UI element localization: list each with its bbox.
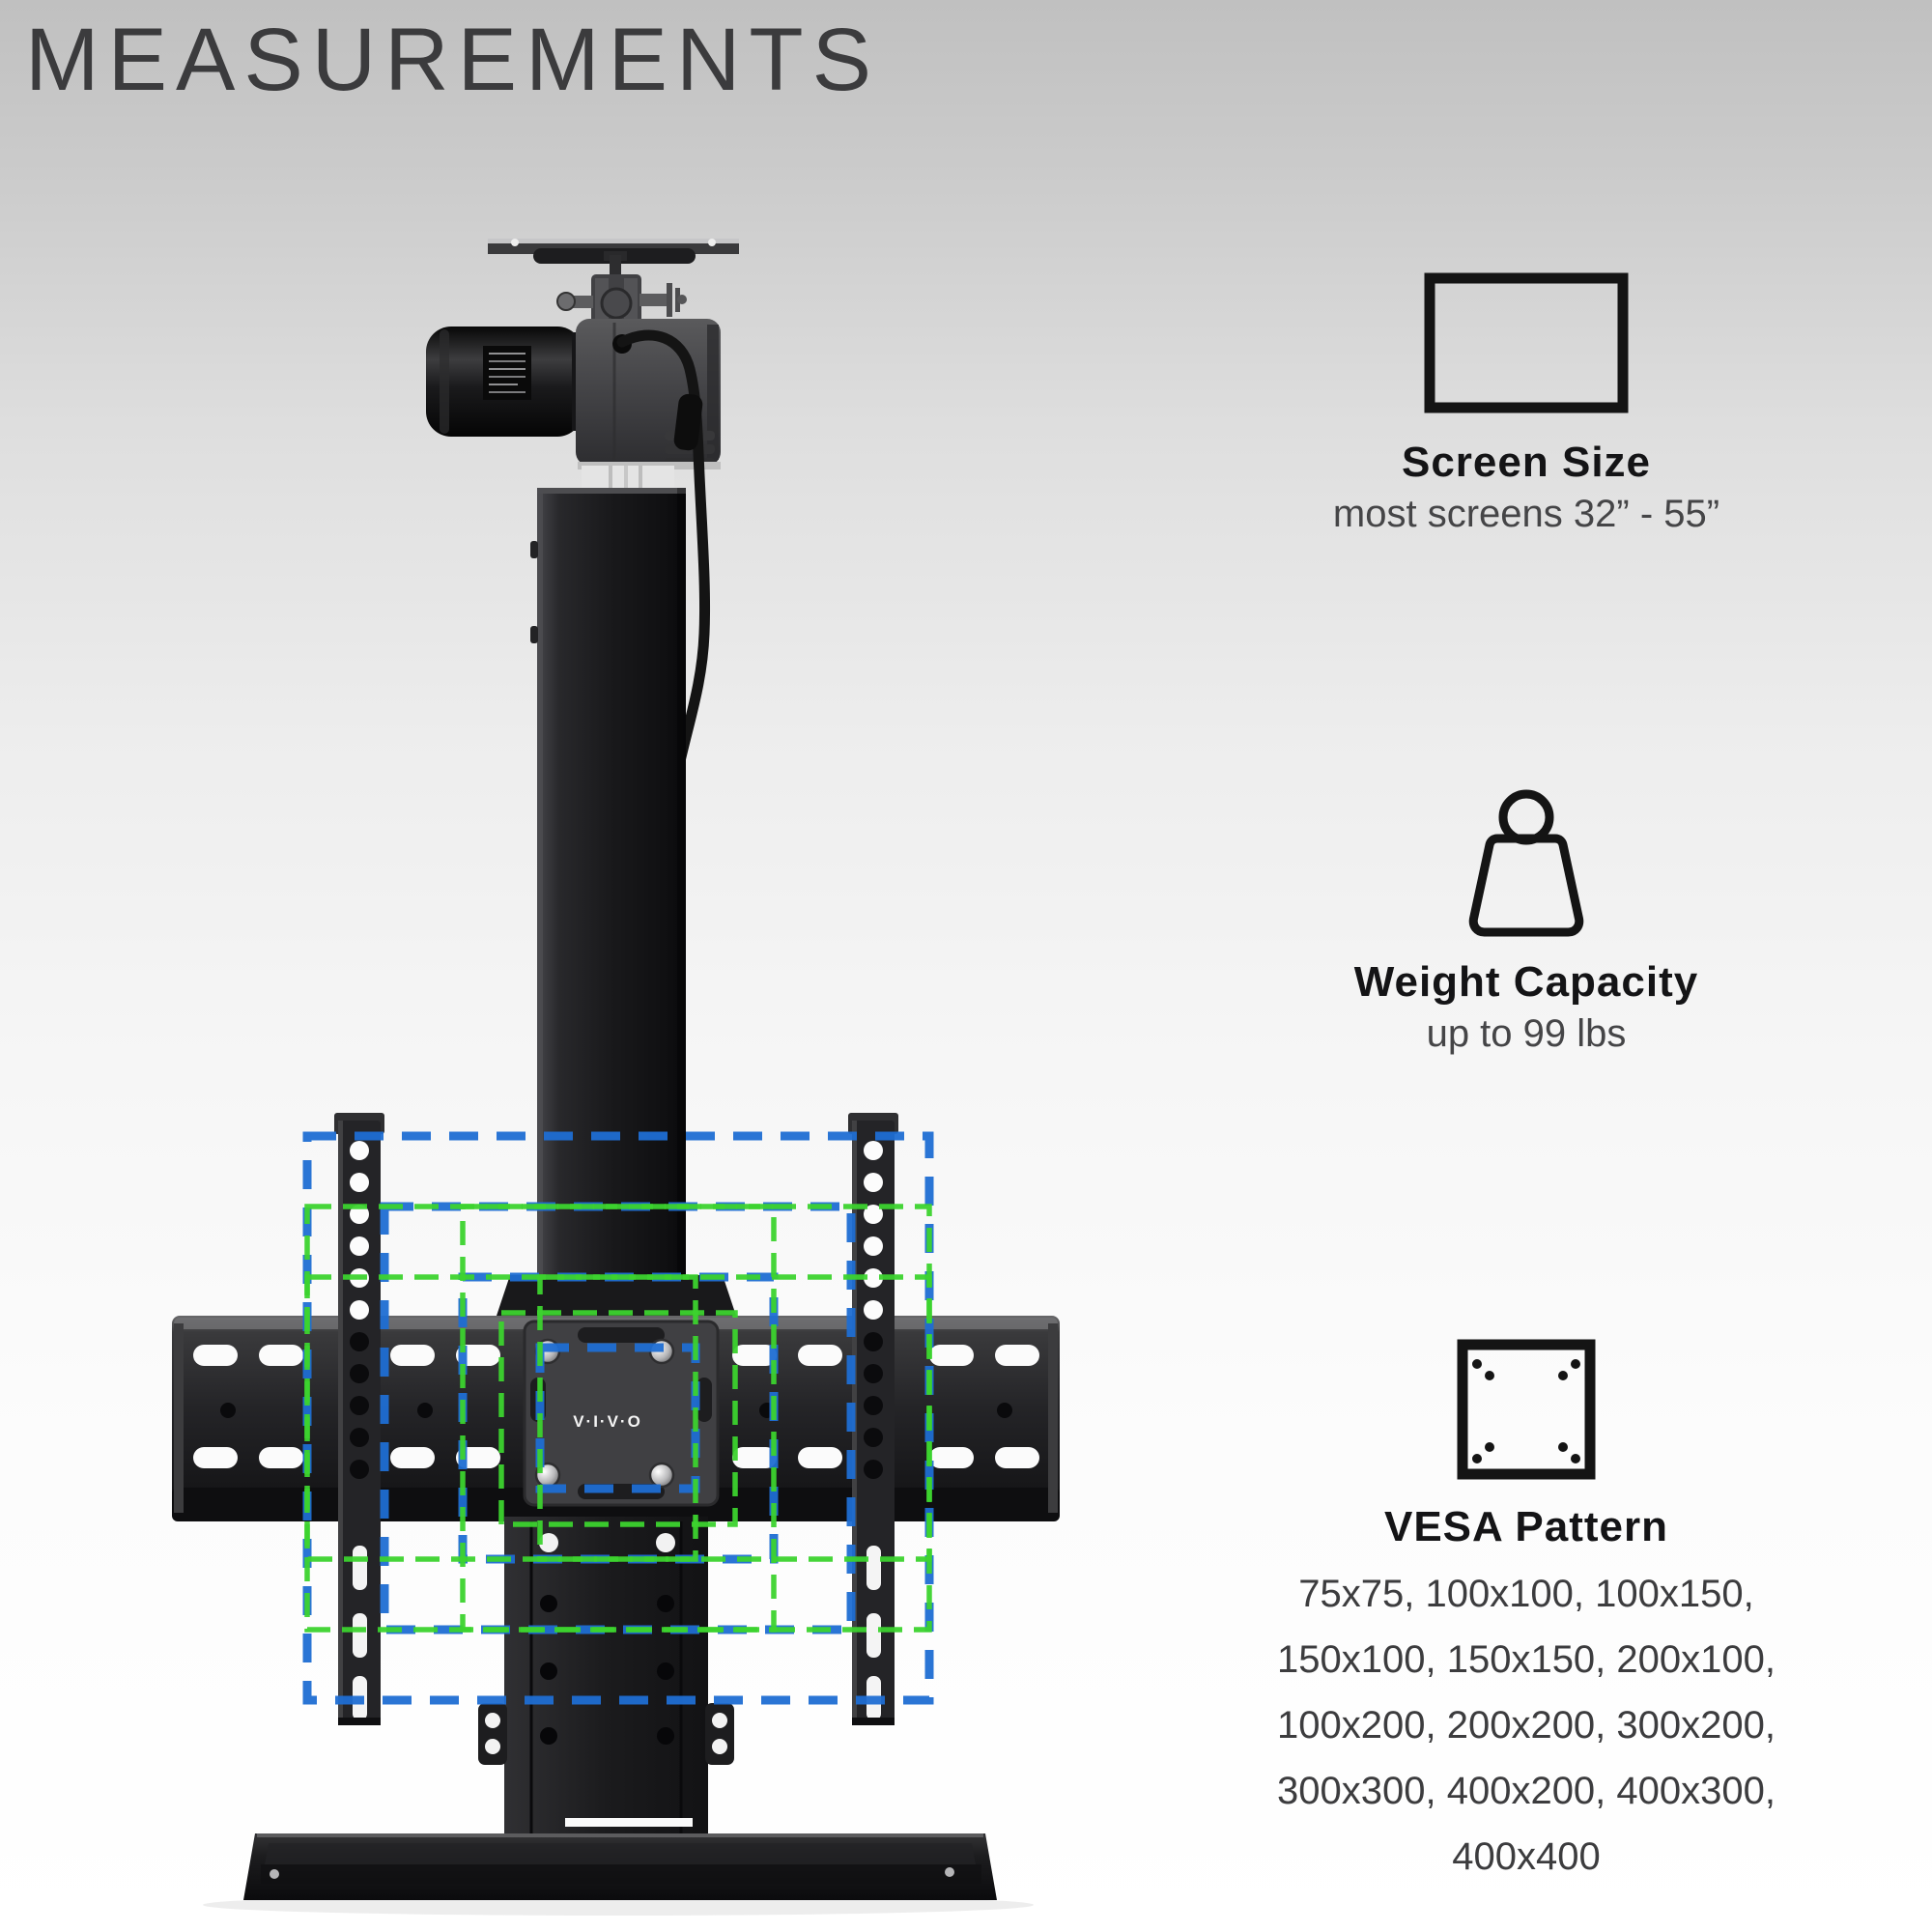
vesa-line: 75x75, 100x100, 100x150, [1298,1573,1754,1615]
motor [426,327,585,437]
vesa-line: 150x100, 150x150, 200x100, [1277,1638,1776,1681]
vesa-pattern-overlay [302,1131,934,1705]
left-wing-bracket [478,1703,507,1765]
screen-size-heading: Screen Size [1401,439,1652,486]
spec-vesa-pattern: VESA Pattern 75x75, 100x100, 100x150, 15… [1217,1339,1835,1889]
base-tray [243,1833,997,1900]
vesa-line: 400x400 [1452,1835,1601,1878]
crossbar-slots [193,1345,1039,1468]
weight-capacity-heading: Weight Capacity [1353,958,1699,1006]
vesa-pattern-heading: VESA Pattern [1383,1503,1668,1550]
screen-size-detail: most screens 32” - 55” [1332,493,1720,535]
brand-logo: V·I·V·O [573,1412,642,1431]
vesa-line: 100x200, 200x200, 300x200, [1277,1704,1776,1747]
vesa-rect-300x300 [380,1202,856,1634]
lower-column [478,1517,734,1835]
spec-screen-size: Screen Size most screens 32” - 55” [1217,272,1835,536]
vesa-rect-150x150 [498,1310,738,1527]
page-title: MEASUREMENTS [25,11,880,109]
power-cable [612,329,711,767]
vesa-rect-200x300 [460,1204,777,1633]
motor-label [483,346,531,400]
left-tv-rail [334,1113,384,1725]
vesa-adapter-plate: V·I·V·O [523,1320,720,1507]
right-wing-bracket [705,1703,734,1765]
screen-outline-icon [1424,272,1629,413]
vesa-pattern-icon [1457,1339,1596,1480]
hinge-assembly [556,251,687,328]
spec-weight-capacity: Weight Capacity up to 99 lbs [1217,784,1835,1056]
weight-icon [1468,789,1584,937]
spec-column: Screen Size most screens 32” - 55” Weigh… [1217,0,1835,1932]
lift-column [530,488,686,1328]
vesa-rect-100x200 [537,1274,698,1562]
tilt-bracket [495,1275,738,1321]
weight-capacity-detail: up to 99 lbs [1426,1012,1627,1055]
vesa-pattern-list: 75x75, 100x100, 100x150, 150x100, 150x15… [1217,1561,1835,1889]
vesa-line: 300x300, 400x200, 400x300, [1277,1770,1776,1812]
